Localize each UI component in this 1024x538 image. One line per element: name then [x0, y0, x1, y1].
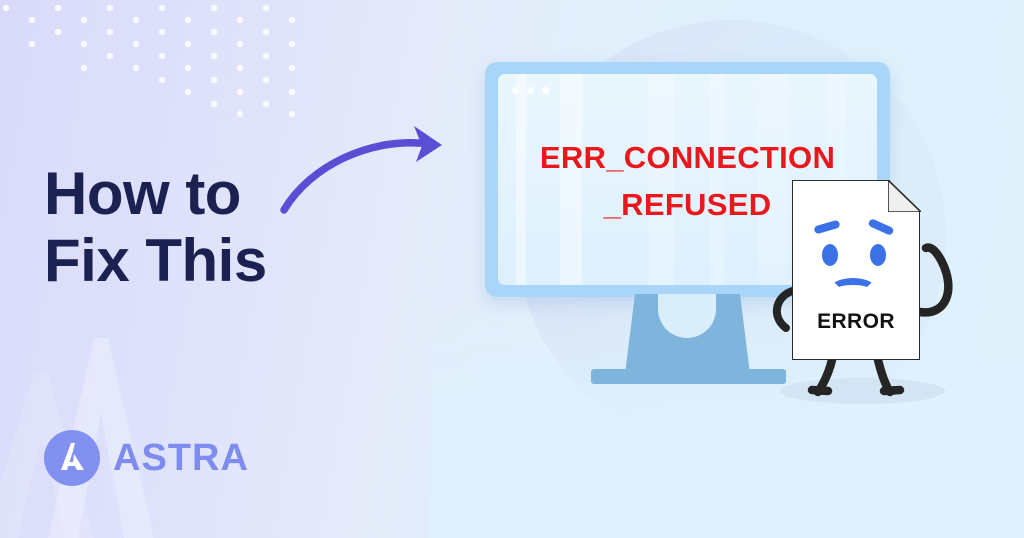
frown-mouth-icon — [830, 278, 876, 300]
eyebrow-right-icon — [867, 218, 895, 236]
astra-logo[interactable]: ASTRA — [44, 430, 249, 486]
error-label: ERROR — [817, 310, 895, 333]
astra-a-watermark — [0, 338, 154, 538]
sad-document-icon: ERROR — [760, 170, 975, 405]
dot-grid-decoration — [2, 4, 296, 118]
monitor-stand-base — [591, 369, 786, 384]
window-dot-1 — [512, 87, 519, 94]
monitor: ERR_CONNECTION _REFUSED — [485, 62, 890, 384]
eye-left-icon — [822, 244, 838, 266]
eye-right-icon — [870, 244, 886, 266]
character-shadow — [780, 378, 945, 404]
astra-wordmark: ASTRA — [113, 436, 249, 479]
window-dot-3 — [542, 87, 549, 94]
page-title: How to Fix This — [44, 160, 267, 295]
document-folded-corner-icon — [888, 180, 921, 212]
eyebrow-left-icon — [813, 219, 841, 235]
character-face: ERROR — [792, 180, 920, 360]
window-control-dots — [512, 87, 549, 94]
error-message: ERR_CONNECTION _REFUSED — [539, 140, 836, 223]
character-limbs — [772, 243, 953, 397]
window-dot-2 — [527, 87, 534, 94]
curved-arrow-right-icon — [280, 126, 442, 214]
astra-a-mark-icon — [44, 430, 100, 486]
